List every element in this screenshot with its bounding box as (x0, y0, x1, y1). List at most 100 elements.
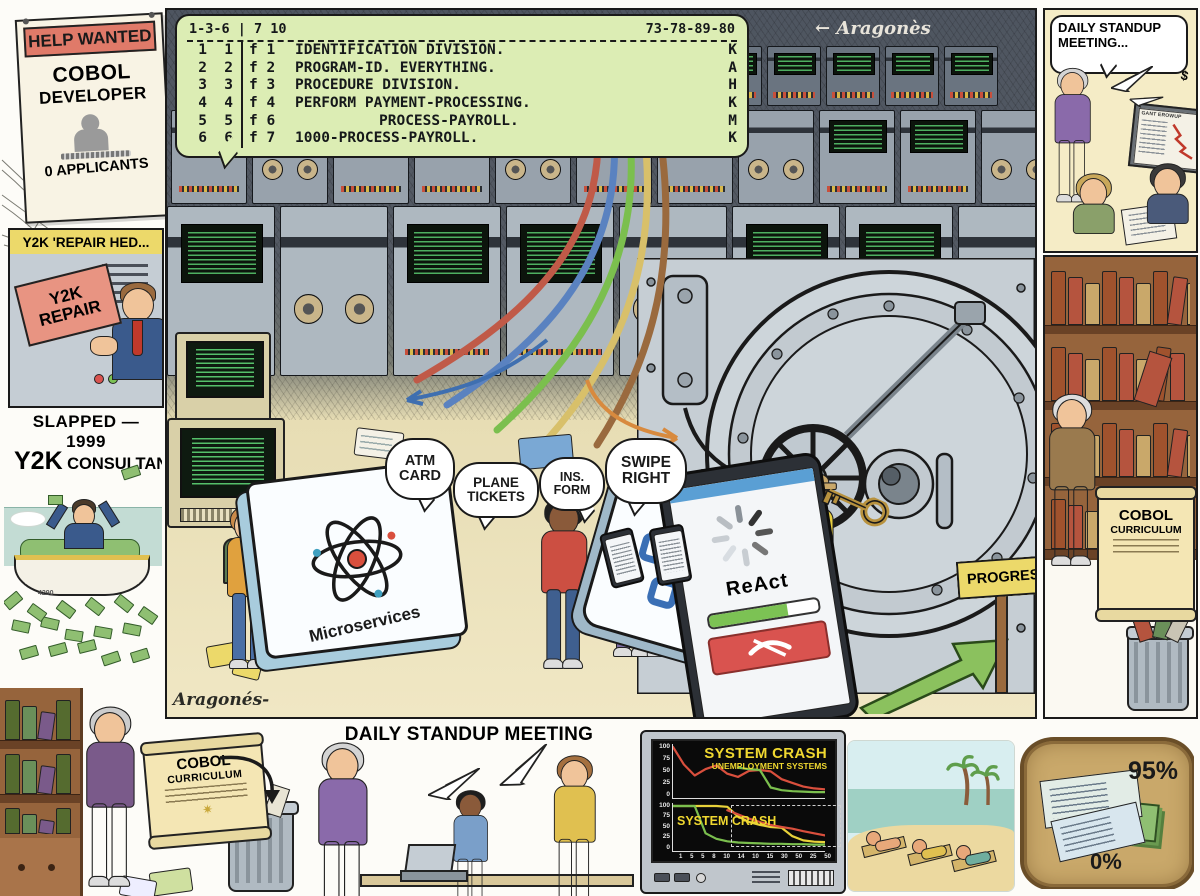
book-spine (1153, 423, 1168, 477)
blinkenlights (179, 185, 239, 192)
chart-bottom-plot (672, 803, 841, 852)
artist-signature-top: ← Aragonès (815, 18, 931, 39)
standup-speech-bubble: DAILY STANDUP MEETING... (1050, 15, 1188, 74)
book-spine (1102, 423, 1117, 477)
mainframe-cabinet (981, 110, 1035, 204)
beach-lounger (951, 845, 997, 873)
book-spine (37, 711, 56, 740)
bookshelf (0, 688, 83, 838)
dashed-annotation-box (731, 805, 841, 847)
sign-post (995, 594, 1008, 694)
tick-label: 1 (679, 854, 683, 860)
blinkenlights (950, 92, 992, 99)
tick-label: 5 (690, 854, 694, 860)
help-wanted-poster: HELP WANTED COBOL DEVELOPER 0 APPLICANTS (14, 11, 174, 224)
bubble-text: SWIPE RIGHT (621, 453, 671, 487)
book-spine (1085, 283, 1100, 325)
man-carrying-blockchain (539, 496, 588, 683)
book-spine (1119, 353, 1134, 401)
face (1153, 168, 1182, 199)
book-spine (1187, 283, 1190, 325)
help-wanted-banner: HELP WANTED (23, 20, 157, 58)
book-spine (1085, 359, 1100, 401)
standup-monitor: GANT EROWUP (1127, 102, 1196, 174)
tape-reel (1025, 158, 1035, 181)
leg (88, 803, 111, 887)
terminal-screen (180, 223, 264, 283)
tick-label: 100 (659, 743, 670, 750)
money-bill (113, 593, 135, 614)
shoulders (1146, 193, 1189, 225)
y2k-repair-panel: Y2K 'REPAIR HED... Y2K REPAIR (8, 228, 164, 408)
mainframe-cabinet (738, 110, 814, 204)
chart-bottom-title: SYSTEM CRASH (677, 814, 777, 828)
signature-arrow: ← (815, 18, 831, 39)
blinkenlights (773, 92, 815, 99)
tick-label: 10 (752, 854, 759, 860)
monitor-vent (752, 871, 780, 883)
money-boat: 4290 (14, 495, 150, 597)
blinkenlights (827, 185, 887, 192)
money-bill (18, 644, 40, 661)
monitor-button (674, 873, 690, 882)
phone-slash-icon (748, 638, 792, 657)
phone-status-bar (668, 467, 815, 504)
consultant-figure (45, 495, 121, 549)
red-led (94, 374, 104, 384)
mainframe-cabinet (767, 46, 821, 106)
blinkenlights (832, 92, 874, 99)
trash-can (1126, 607, 1194, 711)
standup-bubble-line1: DAILY STANDUP (1058, 20, 1162, 35)
monitor-keypad (788, 870, 834, 886)
listener-dark-hair (1145, 163, 1189, 251)
library-panel: COBOL CURRICULUM (1043, 255, 1198, 719)
book-spine (22, 706, 37, 740)
crt-terminal (175, 332, 271, 422)
money-bill (11, 619, 31, 634)
tick-label: 25 (809, 854, 817, 860)
paper-airplane-icon (428, 768, 480, 800)
boat-hull: 4290 (14, 555, 150, 597)
tick-label: 25 (662, 778, 670, 786)
book-spine (1166, 428, 1189, 477)
money-bill (137, 605, 159, 626)
book-spine (38, 819, 55, 834)
tape-reel (782, 158, 805, 181)
shirt (553, 785, 596, 843)
main-panel: ATM CARD PLANE TICKETS INS. FORM SWIPE R… (165, 8, 1037, 719)
professor-at-shelf (1047, 393, 1096, 580)
paper-airplane-icon (497, 743, 548, 787)
chart-top-plot (672, 744, 825, 799)
face (93, 712, 126, 748)
shirt (1054, 94, 1091, 144)
blinkenlights (517, 348, 603, 355)
react-phone: ReAct (655, 450, 861, 717)
listener-blond (1071, 173, 1115, 251)
tape-reel (539, 158, 562, 181)
terminal-screen (833, 52, 875, 75)
code-header-right: 73-78-89-80 (645, 21, 735, 37)
cash-in-hand (48, 495, 63, 505)
developer-at-laptop (452, 790, 488, 896)
call-failed-button (706, 619, 832, 677)
standup-bubble-line2: MEETING... (1058, 34, 1129, 50)
tick-label: 15 (766, 854, 774, 860)
blinkenlights (404, 348, 490, 355)
tick-label: 5 (701, 854, 705, 860)
scroll-roll-bottom (1095, 608, 1196, 622)
tick-label: 0 (666, 790, 670, 798)
sea-of-money (4, 590, 162, 675)
mainframe-cabinet (826, 46, 880, 106)
monitor-knob (696, 873, 706, 883)
blinkenlights (422, 185, 482, 192)
tape-reel (504, 158, 527, 181)
